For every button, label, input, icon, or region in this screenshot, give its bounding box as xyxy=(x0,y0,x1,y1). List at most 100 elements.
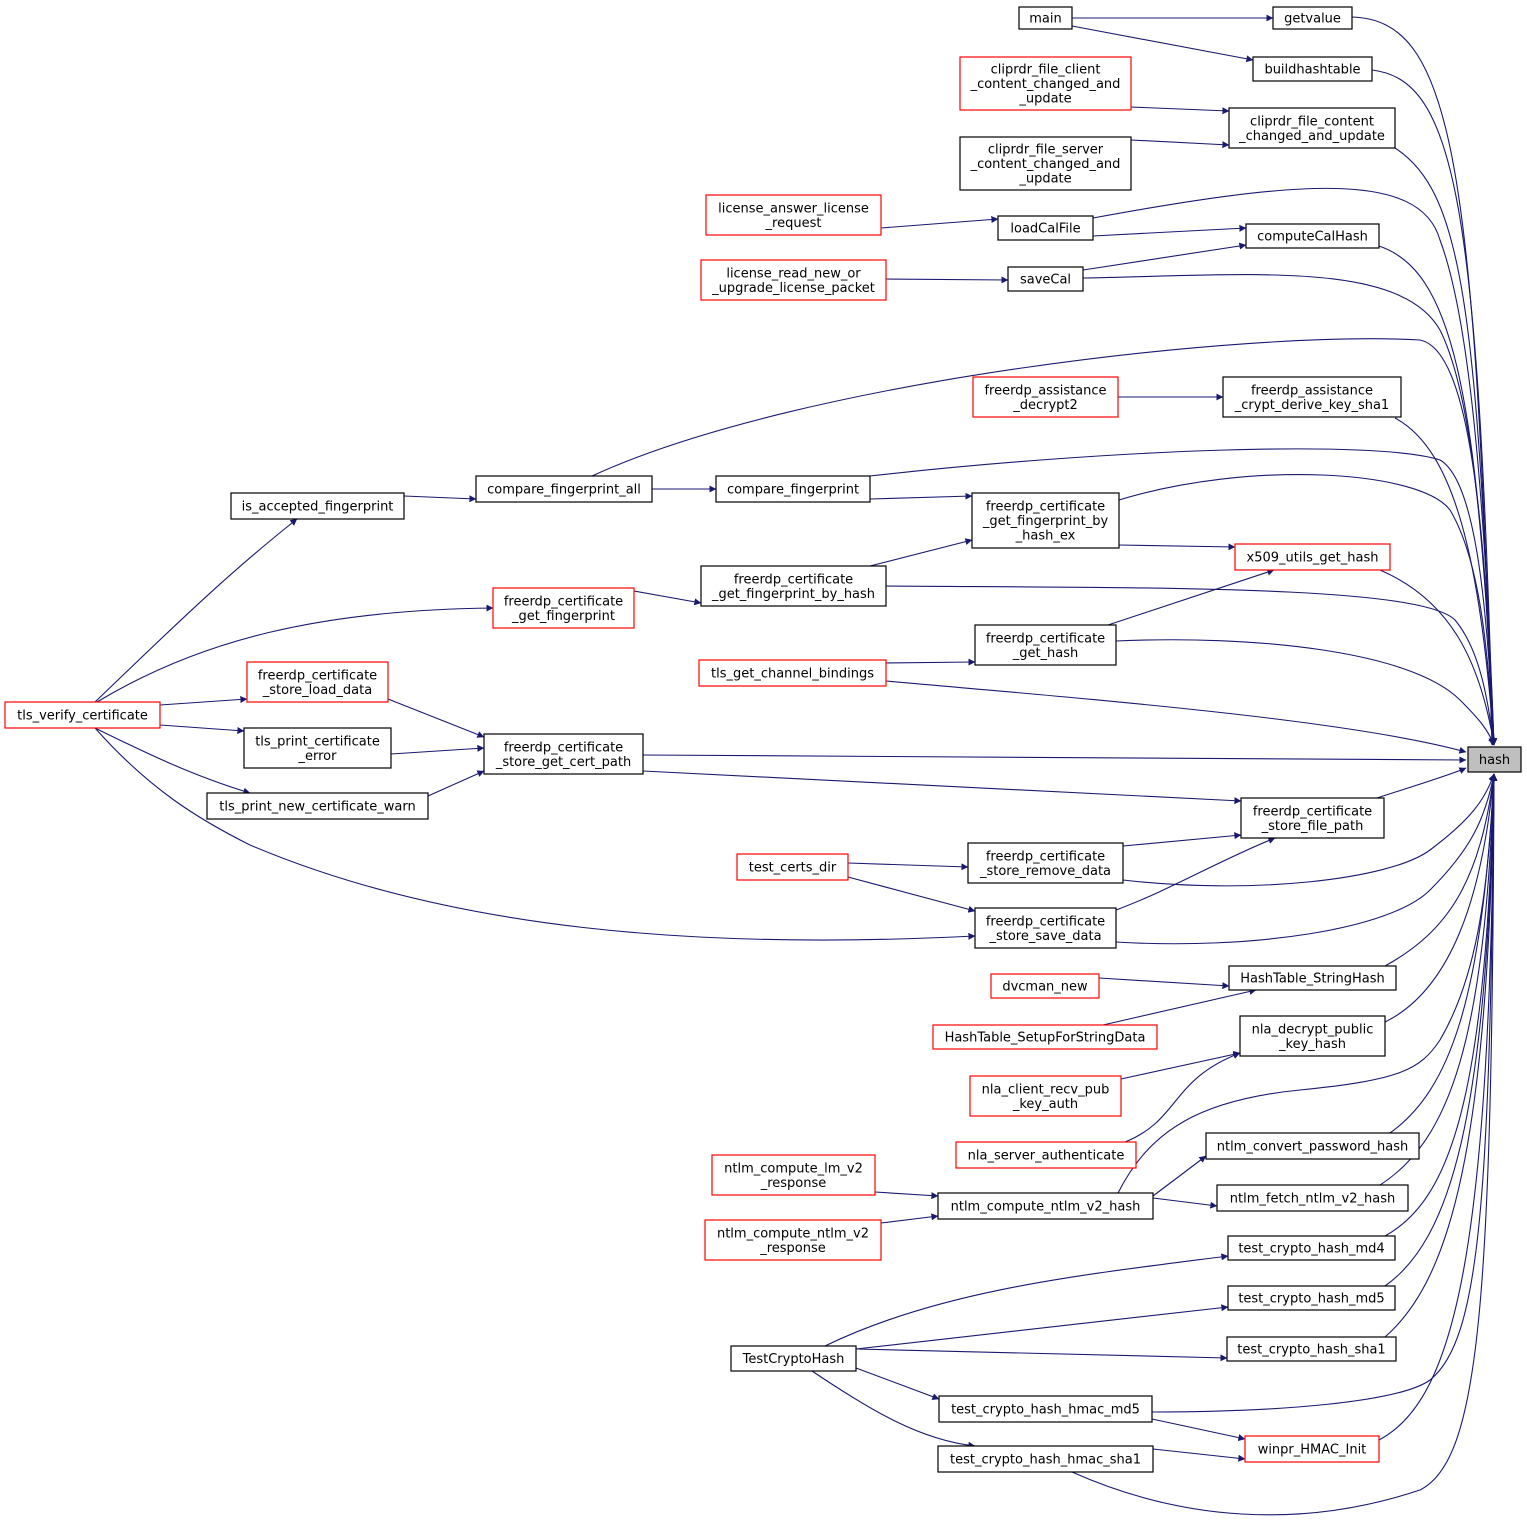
node-box xyxy=(1272,6,1353,30)
node-cert_get_fp_by_hash[interactable]: freerdp_certificate_get_fingerprint_by_h… xyxy=(700,565,887,607)
node-t_md5[interactable]: test_crypto_hash_md5 xyxy=(1227,1285,1396,1311)
node-label: _get_hash xyxy=(1012,646,1079,661)
node-assist_decrypt2[interactable]: freerdp_assistance_decrypt2 xyxy=(972,376,1119,418)
node-box xyxy=(736,853,849,881)
node-box xyxy=(969,1075,1122,1117)
node-compare_fp_all[interactable]: compare_fingerprint_all xyxy=(475,475,653,503)
node-label: saveCal xyxy=(1020,273,1071,288)
node-box xyxy=(1227,1235,1396,1261)
node-cliprdr_server[interactable]: cliprdr_file_server_content_changed_and_… xyxy=(959,136,1132,191)
node-t_sha1[interactable]: test_crypto_hash_sha1 xyxy=(1226,1336,1397,1362)
node-ntlm_compute_v2_hash[interactable]: ntlm_compute_ntlm_v2_hash xyxy=(937,1192,1154,1220)
edge-nla_decrypt-to-hash xyxy=(1384,773,1497,1023)
node-box xyxy=(1007,266,1084,292)
node-label: ntlm_fetch_ntlm_v2_hash xyxy=(1230,1192,1395,1207)
node-cert_get_fp[interactable]: freerdp_certificate_get_fingerprint xyxy=(492,587,635,629)
node-TestCryptoHash[interactable]: TestCryptoHash xyxy=(730,1345,857,1372)
node-ht_stringhash[interactable]: HashTable_StringHash xyxy=(1228,965,1397,991)
node-store_load_data[interactable]: freerdp_certificate_store_load_data xyxy=(246,661,389,703)
node-hash[interactable]: hash xyxy=(1467,746,1522,773)
node-label: _decrypt2 xyxy=(1012,398,1078,413)
node-label: freerdp_certificate xyxy=(504,740,623,755)
edge-cliprdr_server-to-cliprdr_fcc xyxy=(1130,139,1230,149)
node-winpr_hmac_init[interactable]: winpr_HMAC_Init xyxy=(1244,1435,1380,1463)
node-box xyxy=(937,1445,1154,1473)
node-cliprdr_fcc[interactable]: cliprdr_file_content_changed_and_update xyxy=(1228,107,1396,149)
edge-winpr_hmac_init-to-hash xyxy=(1378,773,1498,1441)
node-box xyxy=(698,659,887,687)
edge-t_hmac_md5-to-winpr_hmac_init xyxy=(1151,1418,1246,1442)
edge-store_get_cert_path-to-hash xyxy=(642,754,1467,764)
node-box xyxy=(959,56,1132,111)
node-tls_print_err[interactable]: tls_print_certificate_error xyxy=(243,727,392,769)
node-loadCalFile[interactable]: loadCalFile xyxy=(997,215,1094,241)
node-x509_get_hash[interactable]: x509_utils_get_hash xyxy=(1234,543,1391,571)
node-label: test_crypto_hash_hmac_sha1 xyxy=(950,1453,1141,1468)
node-license_answer[interactable]: license_answer_license_request xyxy=(705,194,882,236)
node-box xyxy=(974,907,1117,949)
node-box xyxy=(932,1024,1158,1050)
node-store_remove[interactable]: freerdp_certificate_store_remove_data xyxy=(967,842,1124,884)
node-nla_client_recv[interactable]: nla_client_recv_pub_key_auth xyxy=(969,1075,1122,1117)
edge-loadCalFile-to-hash xyxy=(1092,187,1498,746)
node-buildhashtable[interactable]: buildhashtable xyxy=(1252,56,1373,82)
edge-TestCryptoHash-to-t_hmac_sha1 xyxy=(811,1370,976,1449)
node-ht_setup[interactable]: HashTable_SetupForStringData xyxy=(932,1024,1158,1050)
edge-getvalue-to-hash xyxy=(1351,16,1496,746)
node-label: buildhashtable xyxy=(1264,63,1360,78)
node-label: _error xyxy=(298,749,338,764)
node-tls_chan_bind[interactable]: tls_get_channel_bindings xyxy=(698,659,887,687)
node-store_get_cert_path[interactable]: freerdp_certificate_store_get_cert_path xyxy=(483,733,644,775)
node-ntlm_fetch[interactable]: ntlm_fetch_ntlm_v2_hash xyxy=(1216,1184,1409,1212)
node-label: _get_fingerprint_by_hash xyxy=(711,587,875,602)
node-computeCalHash[interactable]: computeCalHash xyxy=(1245,223,1380,249)
node-getvalue[interactable]: getvalue xyxy=(1272,6,1353,30)
node-ntlm_convert[interactable]: ntlm_convert_password_hash xyxy=(1205,1132,1420,1160)
edge-t_hmac_md5-to-hash xyxy=(1151,773,1498,1413)
node-label: freerdp_certificate xyxy=(504,594,623,609)
node-label: ntlm_compute_ntlm_v2 xyxy=(717,1226,869,1241)
edge-store_file_path-to-hash xyxy=(1376,767,1467,799)
node-nla_decrypt[interactable]: nla_decrypt_public_key_hash xyxy=(1239,1015,1386,1057)
node-dvcman_new[interactable]: dvcman_new xyxy=(990,973,1100,999)
node-license_read[interactable]: license_read_new_or_upgrade_license_pack… xyxy=(700,259,887,301)
node-t_hmac_md5[interactable]: test_crypto_hash_hmac_md5 xyxy=(938,1395,1153,1423)
node-box xyxy=(492,587,635,629)
node-label: is_accepted_fingerprint xyxy=(242,500,394,515)
node-box xyxy=(971,492,1120,549)
node-tls_print_new[interactable]: tls_print_new_certificate_warn xyxy=(206,792,429,820)
node-label: cliprdr_file_content xyxy=(1250,114,1374,129)
node-t_md4[interactable]: test_crypto_hash_md4 xyxy=(1227,1235,1396,1261)
node-saveCal[interactable]: saveCal xyxy=(1007,266,1084,292)
node-label: cliprdr_file_server xyxy=(988,143,1104,158)
node-ntlm_compute_ntlm_resp[interactable]: ntlm_compute_ntlm_v2_response xyxy=(704,1219,882,1261)
node-label: tls_print_certificate xyxy=(255,734,380,749)
edge-is_accepted_fp-to-compare_fp_all xyxy=(403,495,477,503)
node-store_file_path[interactable]: freerdp_certificate_store_file_path xyxy=(1240,797,1385,839)
node-compare_fp[interactable]: compare_fingerprint xyxy=(715,475,871,503)
node-store_save[interactable]: freerdp_certificate_store_save_data xyxy=(974,907,1117,949)
edge-ntlm_convert-to-hash xyxy=(1389,773,1498,1134)
node-main[interactable]: main xyxy=(1018,6,1073,30)
node-tls_verify[interactable]: tls_verify_certificate xyxy=(4,701,161,729)
node-box xyxy=(1234,543,1391,571)
edge-buildhashtable-to-hash xyxy=(1371,69,1497,746)
edge-nla_server_auth-to-nla_decrypt xyxy=(1124,1052,1241,1143)
edge-loadCalFile-to-computeCalHash xyxy=(1092,224,1247,237)
node-label: nla_decrypt_public xyxy=(1252,1022,1374,1037)
node-assist_derive[interactable]: freerdp_assistance_crypt_derive_key_sha1 xyxy=(1222,376,1402,418)
node-box xyxy=(974,624,1117,666)
node-is_accepted_fp[interactable]: is_accepted_fingerprint xyxy=(230,492,405,520)
node-nla_server_auth[interactable]: nla_server_authenticate xyxy=(955,1141,1137,1169)
node-box xyxy=(1018,6,1073,30)
edge-cert_get_fp-to-cert_get_fp_by_hash xyxy=(633,590,702,606)
node-cert_get_hash[interactable]: freerdp_certificate_get_hash xyxy=(974,624,1117,666)
node-box xyxy=(243,727,392,769)
node-cliprdr_client[interactable]: cliprdr_file_client_content_changed_and_… xyxy=(959,56,1132,111)
node-ntlm_compute_lm[interactable]: ntlm_compute_lm_v2_response xyxy=(711,1154,876,1196)
node-label: _store_get_cert_path xyxy=(495,755,631,770)
edge-saveCal-to-hash xyxy=(1082,274,1498,746)
node-test_certs_dir[interactable]: test_certs_dir xyxy=(736,853,849,881)
node-t_hmac_sha1[interactable]: test_crypto_hash_hmac_sha1 xyxy=(937,1445,1154,1473)
node-cert_get_fp_by_hash_ex[interactable]: freerdp_certificate_get_fingerprint_by_h… xyxy=(971,492,1120,549)
